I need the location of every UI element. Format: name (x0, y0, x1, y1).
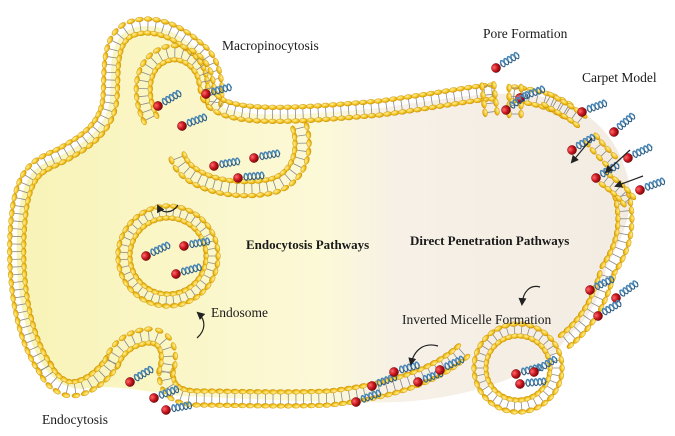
peptide-icon (623, 143, 653, 163)
plasma-membrane-left (7, 16, 225, 376)
curved-arrow-icon (196, 311, 206, 339)
plasma-membrane-top (205, 82, 497, 124)
curved-arrow-icon (408, 344, 439, 366)
arrow-layer (157, 137, 644, 366)
lipid-bilayer-layer (7, 16, 637, 415)
peptide-icon (153, 89, 182, 111)
straight-arrow-icon (570, 137, 593, 164)
peptide-icon (585, 275, 615, 295)
peptide-icon (635, 177, 666, 195)
label-inverted-micelle-formation: Inverted Micelle Formation (402, 312, 552, 327)
curved-arrow-icon (518, 285, 541, 306)
peptide-icon (577, 99, 608, 117)
peptide-icon (177, 113, 208, 131)
label-endocytosis: Endocytosis (42, 412, 108, 427)
peptide-icon (501, 92, 529, 115)
label-endosome: Endosome (211, 305, 268, 320)
straight-arrow-icon (614, 175, 644, 188)
straight-arrow-icon (604, 149, 631, 174)
peptide-icon (567, 133, 596, 155)
peptide-icon (161, 401, 193, 415)
peptide-icon (209, 157, 241, 171)
peptide-icon (367, 373, 398, 391)
label-endocytosis-pathways: Endocytosis Pathways (246, 237, 370, 252)
curved-arrow-icon (157, 204, 179, 214)
carpet-fragment-c (598, 171, 637, 208)
peptide-icon (201, 83, 232, 99)
plasma-membrane-bottom-left (35, 354, 122, 399)
peptide-icon (491, 51, 520, 73)
endocytic-pit (102, 326, 178, 379)
peptide-icon (515, 377, 547, 389)
peptide-icon (171, 263, 202, 279)
peptide-icon (249, 149, 281, 163)
label-carpet-model: Carpet Model (582, 70, 657, 85)
peptide-icon (125, 365, 154, 387)
cytoplasm-fill (16, 26, 630, 403)
carpet-fragment-b (583, 132, 618, 168)
label-pore-formation: Pore Formation (483, 26, 568, 41)
peptide-icon (351, 389, 382, 407)
peptide-icon (593, 299, 622, 321)
peptide-icon (149, 385, 180, 403)
peptide-icon (233, 171, 265, 183)
label-direct-penetration-pathways: Direct Penetration Pathways (410, 233, 570, 248)
peptide-icon (611, 280, 639, 303)
endosome-bilayer (115, 203, 221, 309)
peptide-icon (179, 237, 211, 251)
peptide-layer (125, 51, 666, 415)
macropinosome-pocket (168, 121, 312, 199)
peptide-icon (529, 355, 558, 377)
peptide-icon (141, 241, 171, 261)
peptide-icon (435, 355, 465, 375)
inverted-micelle-bilayer (471, 321, 565, 415)
label-macropinocytosis: Macropinocytosis (222, 38, 319, 53)
peptide-icon (609, 112, 636, 137)
pore-edge-left (479, 81, 500, 118)
